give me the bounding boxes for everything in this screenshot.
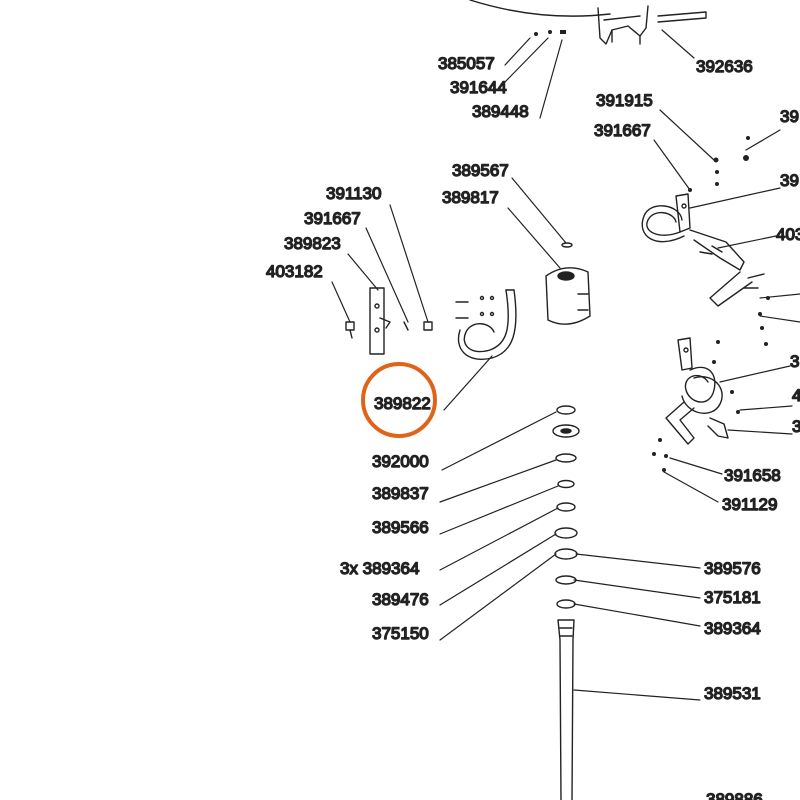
top-small-parts (534, 30, 566, 36)
leader-lines (331, 29, 800, 701)
shaft-389531 (557, 619, 575, 800)
label-389531: 389531 (704, 684, 761, 703)
label-389364: 389364 (704, 619, 761, 638)
label-389448: 389448 (472, 102, 529, 121)
label-391667-right: 391667 (594, 121, 651, 140)
label-391644: 391644 (450, 78, 507, 97)
label-3x-389364: 3x 389364 (340, 559, 419, 578)
roller-housing-389817 (545, 242, 591, 325)
right-spring-assembly-lower (665, 337, 729, 445)
wire-bracket-389822 (455, 289, 517, 360)
label-389817: 389817 (442, 188, 499, 207)
label-385057: 385057 (438, 54, 495, 73)
label-391915: 391915 (596, 91, 653, 110)
highlight-circle (361, 362, 437, 438)
label-392000: 392000 (372, 452, 429, 471)
label-403182: 403182 (266, 262, 323, 281)
label-partial-r5: 4 (792, 386, 800, 405)
label-392636: 392636 (696, 57, 753, 76)
label-389576: 389576 (704, 559, 761, 578)
label-391130: 391130 (326, 184, 381, 203)
label-391129: 391129 (722, 495, 777, 514)
right-spring-assembly-upper (641, 193, 765, 307)
label-partial-r4: 3 (790, 352, 799, 371)
label-389567: 389567 (452, 161, 509, 180)
label-partial-r2: 39 (780, 171, 799, 190)
label-391658: 391658 (724, 466, 781, 485)
top-housing-drawing (469, 0, 707, 45)
label-375181: 375181 (704, 588, 761, 607)
label-389837: 389837 (372, 484, 429, 503)
part-labels: 385057 391644 389448 392636 391915 39166… (265, 53, 800, 800)
label-partial-bottom: 389886 (706, 790, 763, 800)
label-389476: 389476 (372, 590, 429, 609)
label-partial-r6: 3 (792, 417, 800, 436)
label-391667-left: 391667 (304, 209, 361, 228)
washer-stack (552, 405, 580, 609)
label-partial-r1: 39 (780, 107, 799, 126)
left-bracket-parts (345, 287, 433, 355)
label-389822: 389822 (374, 394, 431, 413)
label-389566: 389566 (372, 518, 429, 537)
label-375150: 375150 (372, 624, 429, 643)
label-partial-r3: 403 (776, 225, 800, 244)
label-389823: 389823 (284, 234, 341, 253)
